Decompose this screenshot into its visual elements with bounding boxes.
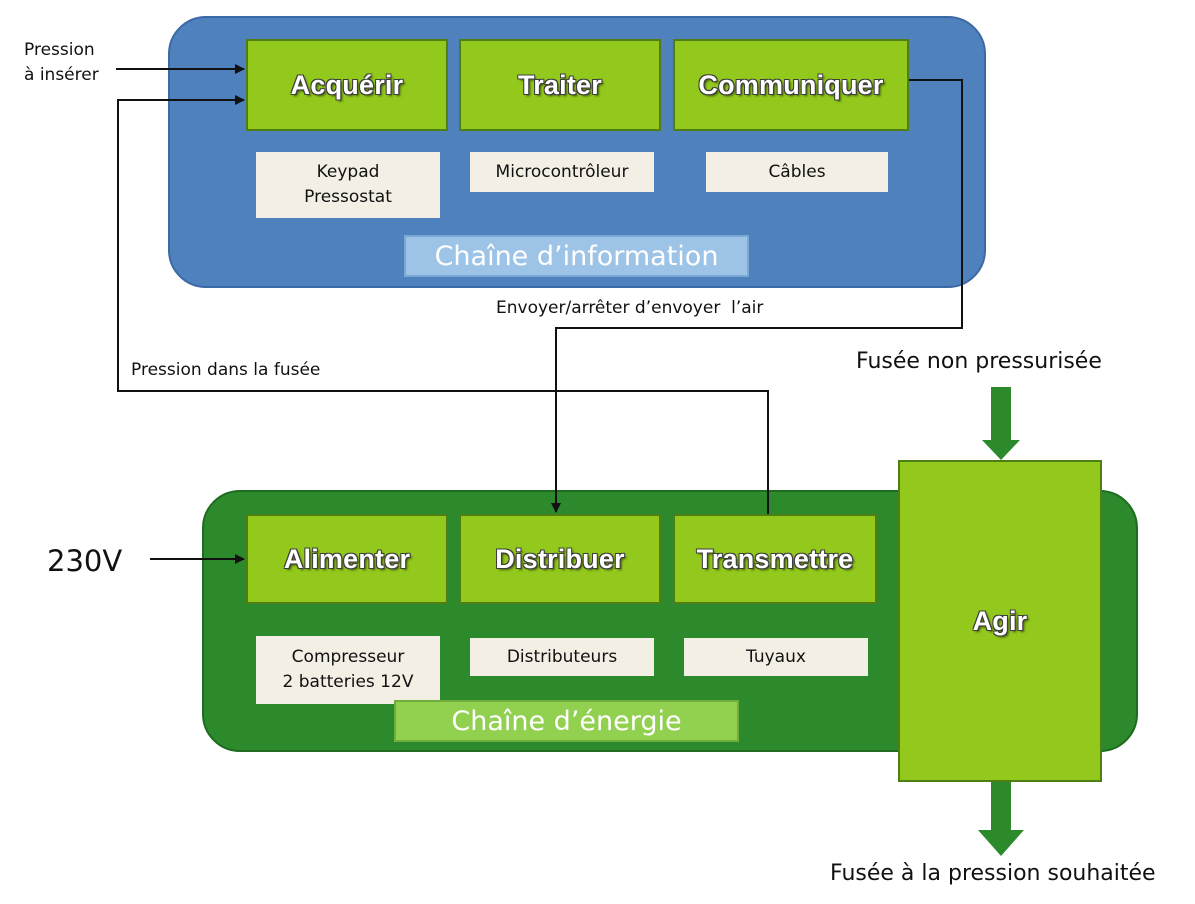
energy-chain-title: Chaîne d’énergie — [394, 700, 739, 742]
distribuer-block: Distribuer — [459, 514, 661, 604]
envoyer-air-label: Envoyer/arrêter d’envoyer l’air — [496, 298, 764, 318]
ordre-arrow — [551, 79, 963, 513]
transmettre-component: Tuyaux — [684, 638, 868, 676]
fusee-pression-souhaitee-label: Fusée à la pression souhaitée — [830, 861, 1156, 886]
acquerir-component: Keypad Pressostat — [256, 152, 440, 218]
agir-block: Agir — [898, 460, 1102, 782]
input-flow-arrow — [982, 387, 1020, 460]
pression-feedback-arrow — [117, 95, 769, 514]
pression-fusee-label: Pression dans la fusée — [131, 360, 321, 380]
traiter-block: Traiter — [459, 39, 661, 131]
communiquer-block: Communiquer — [673, 39, 909, 131]
communiquer-component: Câbles — [706, 152, 888, 192]
traiter-component: Microcontrôleur — [470, 152, 654, 192]
alimenter-component: Compresseur 2 batteries 12V — [256, 636, 440, 704]
fusee-non-pressurisee-label: Fusée non pressurisée — [856, 349, 1102, 374]
tension-label: 230V — [47, 544, 123, 578]
information-chain-title: Chaîne d’information — [404, 235, 749, 277]
transmettre-block: Transmettre — [673, 514, 877, 604]
pression-a-inserer-label: Pression à insérer — [24, 40, 99, 85]
alimenter-block: Alimenter — [246, 514, 448, 604]
output-flow-arrow — [978, 782, 1024, 856]
distribuer-component: Distributeurs — [470, 638, 654, 676]
acquerir-block: Acquérir — [246, 39, 448, 131]
